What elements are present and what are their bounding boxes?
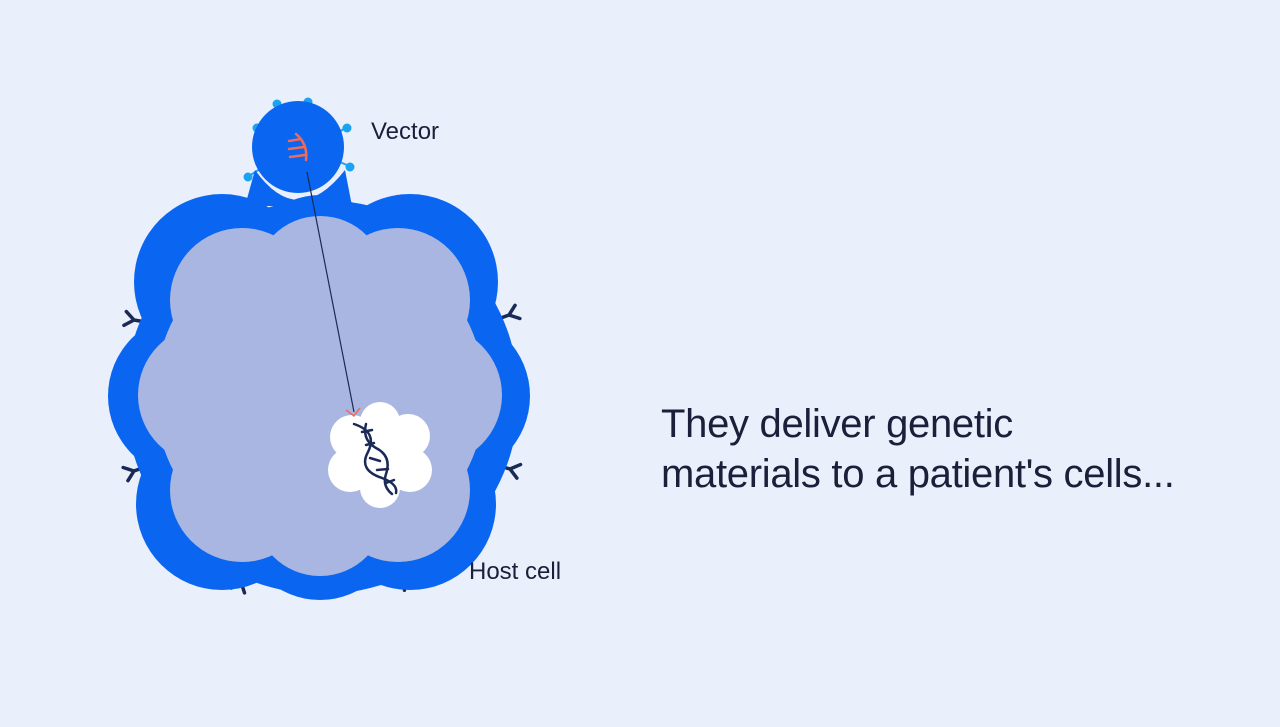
- dna-helix-icon: [352, 422, 398, 496]
- vector-label: Vector: [371, 118, 440, 145]
- caption-line-1: They deliver genetic: [661, 402, 1013, 446]
- nucleus: [328, 402, 432, 508]
- caption-line-2: materials to a patient's cells...: [661, 452, 1175, 496]
- genetic-material-icon: [287, 132, 308, 162]
- spike-protein-icon: [339, 161, 355, 172]
- delivery-path: [306, 171, 361, 418]
- caption: They deliver genetic materials to a pati…: [661, 399, 1261, 499]
- host-cell-label: Host cell: [469, 558, 562, 585]
- host-cell-interior: [138, 216, 502, 576]
